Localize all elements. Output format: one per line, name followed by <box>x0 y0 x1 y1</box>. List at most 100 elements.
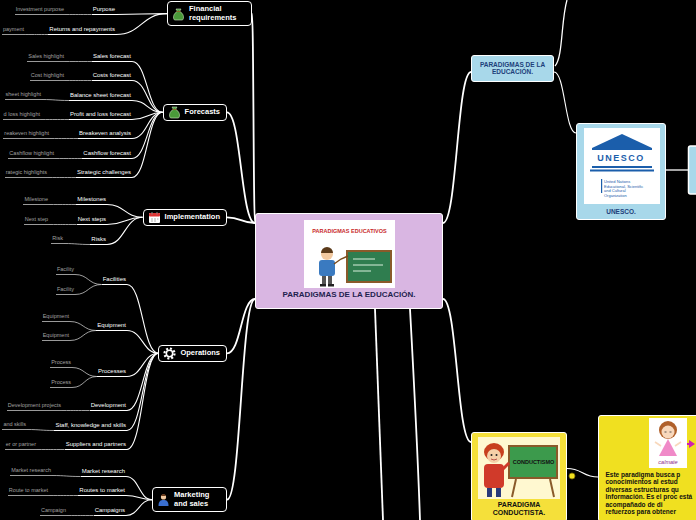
connector <box>50 138 78 139</box>
topic-text: Facilities <box>103 276 126 284</box>
leaf-topic: Facility <box>56 266 75 275</box>
topic-text: Campaigns <box>95 507 125 515</box>
drawing-part <box>152 212 157 215</box>
connector <box>127 331 158 354</box>
topic-text: Cost highlight <box>31 72 64 79</box>
drawing-part <box>590 170 654 172</box>
topic-text: UNESCO. <box>606 208 636 215</box>
connector <box>64 244 90 245</box>
connector <box>443 299 471 442</box>
connector <box>42 100 69 101</box>
gear-icon <box>163 347 176 360</box>
topic-text: Operations <box>180 349 220 358</box>
subtopic: Development <box>90 402 127 412</box>
branch-line <box>410 309 420 520</box>
topic-text: Development <box>91 402 126 410</box>
connector <box>55 158 82 159</box>
topic-text: Strategic challenges <box>77 169 131 177</box>
connector <box>567 469 598 478</box>
subtopic: Risks <box>90 236 107 246</box>
drawing-part <box>503 463 509 469</box>
drawing-part <box>167 350 173 356</box>
topic-text: Risks <box>91 236 106 244</box>
drawing-part <box>491 459 497 460</box>
subtopic: Next steps <box>77 216 107 226</box>
drawing-part <box>592 166 652 168</box>
subtopic: Balance sheet forecast <box>69 92 132 102</box>
money-bag-icon <box>168 105 181 119</box>
connector <box>65 14 92 15</box>
topic-text: Routes to market <box>79 487 125 495</box>
connector <box>252 14 255 223</box>
leaf-topic: Process <box>50 379 72 388</box>
topic-text: Equipment <box>97 322 126 330</box>
topic-text: Este paradigma busca p conocimientos al … <box>606 471 694 516</box>
conductism-illustration <box>478 437 560 499</box>
branch-line <box>555 0 567 66</box>
connector <box>107 217 143 244</box>
drawing-part <box>491 454 493 456</box>
leaf-topic: er or partner <box>5 441 37 450</box>
subtopic: Strategic challenges <box>76 169 132 179</box>
subtopic: Market research <box>81 468 126 478</box>
subtopic: Staff, knowledge and skills <box>54 422 127 432</box>
topic-text: payment <box>3 26 24 33</box>
image-text: PARADIGMAS EDUCATIVOS <box>304 228 395 234</box>
topic-text: Processes <box>98 368 126 376</box>
connector <box>132 62 163 113</box>
drawing-part <box>149 213 160 223</box>
connector <box>127 285 158 354</box>
connector <box>70 331 96 341</box>
leaf-topic: Sales highlight <box>27 53 65 62</box>
connector <box>72 377 97 388</box>
topic-text: Risk <box>52 235 63 242</box>
connector <box>70 322 96 331</box>
drawing-part <box>172 109 176 110</box>
drawing-part <box>348 252 390 281</box>
image-text: United Nations Educational, Scientific a… <box>604 180 648 198</box>
connector <box>49 495 78 496</box>
connector <box>72 368 97 377</box>
drawing-part <box>655 442 681 446</box>
connector <box>554 72 576 133</box>
subtopic: Milestones <box>76 196 107 206</box>
drawing-part <box>584 128 660 204</box>
connector <box>107 205 143 218</box>
drawing-part <box>161 494 166 499</box>
drawing-part <box>304 220 395 288</box>
subtopic: Facilities <box>102 276 127 286</box>
connector <box>443 72 471 223</box>
subtopic: Purpose <box>92 6 116 16</box>
connector <box>132 81 163 113</box>
subtopic: Sales forecast <box>92 53 132 63</box>
drawing-part <box>487 488 492 497</box>
connector <box>65 61 92 62</box>
topic-text: Sales highlight <box>28 53 64 60</box>
drawing-part <box>592 148 652 150</box>
drawing-part <box>484 464 504 488</box>
drawing-part <box>174 9 184 20</box>
subtopic: Processes <box>97 368 127 378</box>
image-topic: PARADIGMA CONDUCTISTA. <box>471 432 567 520</box>
leaf-topic: Investment purpose <box>15 6 65 15</box>
drawing-part <box>601 179 602 193</box>
topic-text: Forecasts <box>185 108 220 117</box>
topic-text: PARADIGMAS DE LA EDUCACIÓN. <box>283 290 416 299</box>
leaf-topic: Market research <box>10 467 52 476</box>
drawing-part <box>346 250 392 283</box>
connector <box>62 410 90 411</box>
topic-text: Equipment <box>43 332 69 339</box>
connector <box>127 353 158 430</box>
connector <box>132 112 163 177</box>
connector <box>48 177 76 178</box>
branch-box: Marketing and sales <box>152 487 227 512</box>
drawing-part <box>665 432 672 433</box>
connector <box>116 14 167 35</box>
leaf-topic: rategic highlights <box>5 169 48 178</box>
drawing-part <box>510 447 556 477</box>
connector <box>52 476 81 477</box>
leaf-topic: Equipment <box>42 313 70 322</box>
connector <box>126 496 152 500</box>
leaf-topic: Next step <box>24 216 49 225</box>
